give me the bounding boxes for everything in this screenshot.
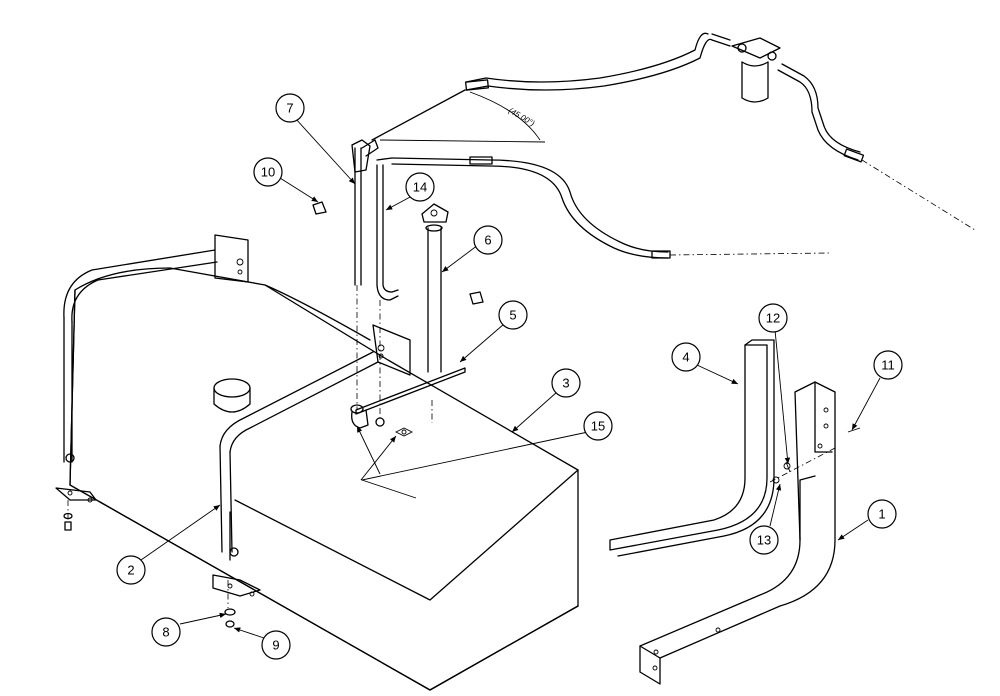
callout-14: 14 [405,172,435,202]
callout-3: 3 [551,368,581,398]
callout-6: 6 [473,225,503,255]
svg-text:4: 4 [682,350,689,365]
mounting-bracket-right [639,381,861,685]
strap-clamp [350,285,466,437]
svg-text:9: 9 [272,638,279,653]
svg-text:3: 3 [562,376,569,391]
tank-strap-front [212,324,411,628]
svg-text:10: 10 [261,165,275,180]
elbow-fitting [312,201,327,215]
fuel-tank [69,267,579,691]
svg-text:6: 6 [484,233,491,248]
callout-15: 15 [583,411,613,441]
fitting [469,291,484,305]
return-tube [376,157,399,301]
callout-7: 7 [275,93,305,123]
angle-dimension: (45.00°) [507,106,537,128]
fuel-hoses [371,32,976,259]
callout-9: 9 [261,630,291,660]
svg-text:2: 2 [127,563,134,578]
svg-text:13: 13 [757,533,771,548]
mounting-bracket-left [609,339,775,557]
tank-strap-rear [55,234,249,531]
svg-text:15: 15 [591,419,605,434]
callout-13: 13 [749,525,779,555]
fuel-sender [421,203,449,373]
svg-text:14: 14 [413,180,427,195]
callout-8: 8 [151,617,181,647]
callout-1: 1 [867,499,897,529]
callout-4: 4 [671,342,701,372]
callout-12: 12 [758,303,788,333]
svg-text:8: 8 [162,625,169,640]
leader-lines [140,117,881,639]
pickup-tube [351,139,379,286]
callout-11: 11 [873,350,903,380]
svg-text:12: 12 [766,311,780,326]
callout-2: 2 [116,555,146,585]
svg-text:7: 7 [286,101,293,116]
callout-10: 10 [253,157,283,187]
svg-text:11: 11 [881,358,895,373]
svg-text:1: 1 [878,507,885,522]
svg-text:5: 5 [509,308,516,323]
callout-5: 5 [498,300,528,330]
